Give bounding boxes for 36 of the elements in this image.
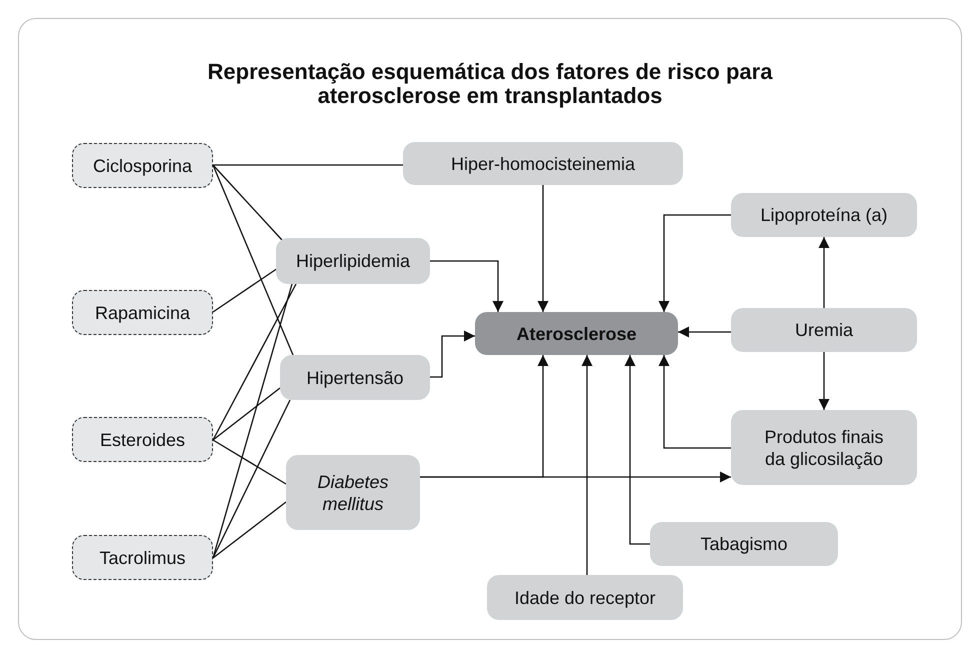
risk-factor-box: Lipoproteína (a) — [731, 193, 917, 237]
connector-line — [212, 387, 280, 441]
arrow — [430, 330, 475, 378]
risk-factor-box: Tabagismo — [650, 522, 838, 566]
connector-line — [212, 284, 293, 558]
arrow — [582, 355, 592, 575]
connector-line — [212, 501, 286, 559]
connector-line — [212, 400, 291, 558]
connector-line — [213, 164, 403, 166]
connector-line — [212, 267, 278, 313]
arrow — [420, 472, 731, 482]
risk-factor-box: Idade do receptor — [487, 575, 683, 620]
drug-box: Rapamicina — [72, 290, 213, 335]
diagram-title: Representação esquemática dos fatores de risco para aterosclerose em transplantados — [206, 60, 774, 108]
drug-box: Ciclosporina — [72, 143, 213, 188]
arrow — [678, 326, 731, 338]
risk-factor-box: Hipertensão — [280, 355, 430, 400]
drug-box: Esteroides — [72, 417, 213, 462]
arrow — [818, 352, 830, 410]
risk-factor-box: Produtos finais da glicosilação — [731, 410, 917, 485]
risk-factor-box: Uremia — [731, 308, 917, 352]
arrow — [624, 355, 650, 545]
arrow — [658, 214, 731, 312]
connector-line — [212, 284, 297, 440]
risk-factor-box: Hiper-homocisteinemia — [403, 142, 683, 185]
risk-factor-box: Hiperlipidemia — [276, 238, 430, 284]
connector-line — [212, 439, 286, 485]
arrow — [538, 185, 548, 312]
arrow — [430, 260, 504, 312]
drug-box: Tacrolimus — [72, 535, 213, 580]
connector-line — [212, 164, 294, 356]
arrow — [658, 355, 731, 449]
connector-line — [212, 164, 282, 240]
risk-factor-box: Diabetes mellitus — [286, 455, 420, 530]
outcome-box: Aterosclerose — [475, 312, 678, 355]
arrow — [818, 237, 830, 308]
